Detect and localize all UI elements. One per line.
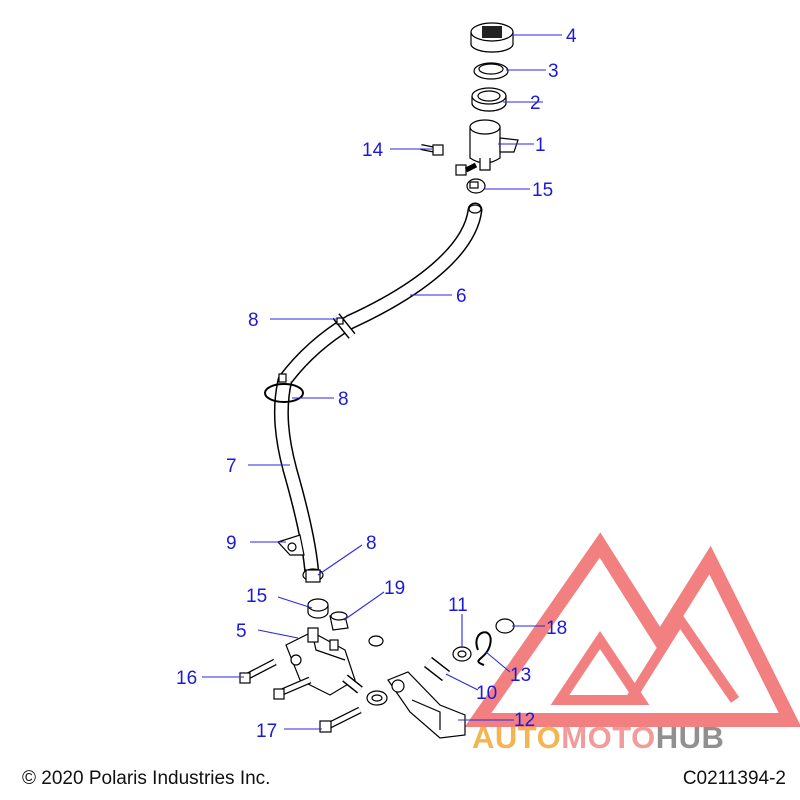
clamp-8-upper: [332, 313, 356, 339]
callout-4: 4: [566, 26, 577, 47]
diaphragm-plate-3: [473, 62, 509, 80]
bolt-14: [420, 144, 444, 156]
callout-8-lower: 8: [366, 533, 377, 554]
reservoir-cap-4: [470, 22, 514, 53]
clip-9: [276, 534, 305, 556]
watermark-hub: HUB: [655, 720, 725, 755]
callout-12: 12: [514, 710, 535, 731]
clamp-15-upper: [466, 178, 486, 194]
watermark-auto: AUTO: [472, 720, 562, 755]
spring-13: [475, 631, 492, 666]
clamp-15-lower: [307, 598, 329, 619]
callout-18: 18: [546, 618, 567, 639]
boot-seal: [366, 690, 388, 706]
figure-id: C0211394-2: [682, 768, 786, 789]
callout-7: 7: [226, 456, 237, 477]
callout-1: 1: [535, 135, 546, 156]
diaphragm-2: [471, 87, 507, 112]
callout-17: 17: [256, 721, 277, 742]
callout-15-lower: 15: [246, 586, 267, 607]
callout-14: 14: [362, 140, 384, 161]
hose-6: [277, 202, 483, 388]
clamp-8-middle: [264, 373, 304, 403]
callout-11: 11: [448, 595, 468, 616]
hose-7: [273, 378, 320, 576]
copyright-text: © 2020 Polaris Industries Inc.: [22, 768, 271, 789]
boot-11: [452, 646, 472, 662]
cap-18: [495, 618, 515, 634]
seal-small: [368, 635, 384, 647]
callout-13: 13: [510, 665, 531, 686]
bolt-16b: [273, 676, 312, 700]
bolt-14b: [455, 162, 478, 176]
callout-10: 10: [476, 683, 497, 704]
clamp-8-lower: [302, 568, 324, 583]
reservoir-1: [469, 119, 519, 171]
bolt-17: [319, 706, 362, 733]
fitting-19: [329, 611, 349, 631]
bolt-16: [239, 658, 277, 684]
callout-9: 9: [226, 533, 237, 554]
callout-5: 5: [236, 621, 247, 642]
watermark-text: AUTOMOTOHUB: [472, 720, 724, 756]
callout-16: 16: [176, 668, 197, 689]
callout-2: 2: [530, 93, 541, 114]
callout-19: 19: [384, 578, 405, 599]
pedal-12: [387, 671, 466, 739]
callout-8-middle: 8: [338, 389, 349, 410]
automotohub-logo-icon: [464, 532, 800, 727]
callout-15-upper: 15: [532, 180, 553, 201]
leader-lines: [202, 34, 562, 730]
callout-8-upper: 8: [248, 310, 259, 331]
pushrod-10: [424, 656, 450, 682]
callout-6: 6: [456, 286, 467, 307]
callout-3: 3: [548, 61, 559, 82]
watermark-moto: MOTO: [561, 720, 656, 755]
